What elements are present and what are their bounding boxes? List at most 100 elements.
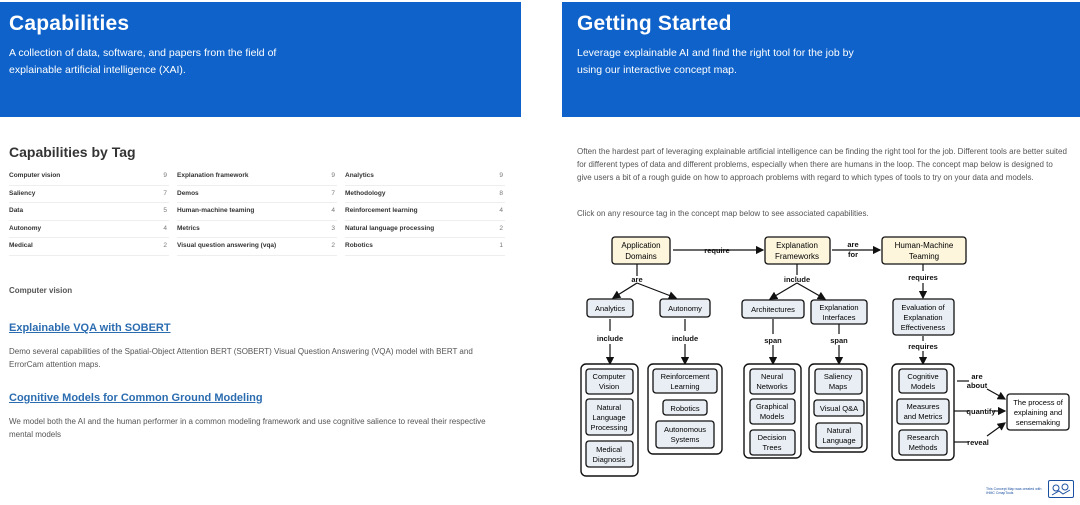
getting-started-heading: Getting Started [577,12,732,35]
svg-text:Application: Application [621,241,660,250]
node-medical-diagnosis[interactable]: Medical Diagnosis [585,440,634,468]
svg-text:Saliency: Saliency [824,372,853,381]
svg-text:Decision: Decision [758,433,787,442]
node-robotics[interactable]: Robotics [662,399,708,416]
tag-count: 4 [331,207,335,214]
svg-text:Frameworks: Frameworks [775,252,819,261]
selected-tag-heading: Computer vision [9,286,73,295]
node-computer-vision[interactable]: Computer Vision [585,368,634,395]
node-sensemaking[interactable]: The process of explaining and sensemakin… [1006,393,1070,431]
tag-name: Analytics [345,172,374,179]
node-human-machine-teaming[interactable]: Human-Machine Teaming [881,236,967,265]
node-explanation-frameworks[interactable]: Explanation Frameworks [764,236,831,265]
node-cognitive-models[interactable]: Cognitive Models [898,368,948,394]
tag-count: 2 [331,242,335,249]
capability-link-cognitive-models[interactable]: Cognitive Models for Common Ground Model… [9,392,263,404]
svg-text:Research: Research [907,433,939,442]
capability-description: Demo several capabilities of the Spatial… [9,347,473,369]
tag-name: Human-machine teaming [177,207,255,214]
tag-name: Autonomy [9,224,42,232]
link-label: span [830,336,848,345]
node-natural-language-processing[interactable]: Natural Language Processing [585,398,634,436]
svg-text:Measures: Measures [907,402,940,411]
node-natural-language[interactable]: Natural Language [815,422,863,449]
node-decision-trees[interactable]: Decision Trees [749,429,796,456]
svg-text:Evaluation of: Evaluation of [901,303,945,312]
svg-text:Trees: Trees [763,443,782,452]
link-label: include [784,275,810,284]
node-saliency-maps[interactable]: Saliency Maps [814,368,863,395]
node-explanation-interfaces[interactable]: Explanation Interfaces [810,299,868,325]
link-label: about [967,381,988,390]
tag-count: 8 [499,189,503,197]
link-label: reveal [967,438,989,447]
node-evaluation-effectiveness[interactable]: Evaluation of Explanation Effectiveness [892,298,955,336]
link-label: are [971,372,982,381]
capabilities-heading: Capabilities [9,12,130,35]
node-research-methods[interactable]: Research Methods [898,429,948,456]
node-architectures[interactable]: Architectures [741,299,805,319]
tag-methodology[interactable]: Methodology 8 [345,186,505,203]
tag-count: 2 [163,242,167,249]
tag-count: 9 [331,172,335,179]
tag-human-machine-teaming[interactable]: Human-machine teaming 4 [177,203,337,221]
svg-text:Robotics: Robotics [670,404,699,413]
capability-link-sobert[interactable]: Explainable VQA with SOBERT [9,322,171,334]
svg-text:Language: Language [592,413,625,422]
svg-text:Processing: Processing [590,423,627,432]
svg-text:Visual Q&A: Visual Q&A [820,404,858,413]
svg-text:Analytics: Analytics [595,304,625,313]
node-analytics[interactable]: Analytics [586,298,634,318]
node-measures-metrics[interactable]: Measures and Metrics [896,398,950,425]
link-label: requires [908,273,938,282]
svg-text:Explanation: Explanation [776,241,818,250]
node-neural-networks[interactable]: Neural Networks [749,368,796,395]
svg-text:Neural: Neural [761,372,783,381]
tag-visual-question-answering[interactable]: Visual question answering (vqa) 2 [177,238,337,256]
tag-name: Methodology [345,189,386,197]
tag-count: 7 [331,189,335,197]
link-label: requires [908,342,938,351]
link-label: span [764,336,782,345]
node-reinforcement-learning[interactable]: Reinforcement Learning [652,368,718,394]
node-autonomous-systems[interactable]: Autonomous Systems [655,420,715,449]
svg-text:and Metrics: and Metrics [904,412,943,421]
svg-text:Architectures: Architectures [751,305,795,314]
tag-name: Visual question answering (vqa) [177,242,277,249]
svg-text:Learning: Learning [670,382,699,391]
link-label: quantify [966,407,996,416]
tag-count: 7 [163,189,167,197]
capabilities-subtitle: A collection of data, software, and pape… [9,47,277,76]
svg-text:Domains: Domains [625,252,657,261]
tag-name: Metrics [177,224,200,232]
svg-text:The process of: The process of [1013,398,1064,407]
node-graphical-models[interactable]: Graphical Models [749,398,796,425]
capabilities-banner: Capabilities A collection of data, softw… [0,2,521,117]
svg-text:Language: Language [822,436,855,445]
svg-text:Diagnosis: Diagnosis [593,455,626,464]
svg-text:explaining and: explaining and [1014,408,1062,417]
svg-text:Interfaces: Interfaces [823,313,856,322]
node-visual-qa[interactable]: Visual Q&A [813,399,865,417]
svg-text:Autonomous: Autonomous [664,425,706,434]
node-autonomy[interactable]: Autonomy [659,298,711,318]
node-application-domains[interactable]: Application Domains [611,236,671,265]
tag-name: Natural language processing [345,224,435,232]
cmaptools-logo-icon [1048,480,1074,498]
getting-started-banner: Getting Started Leverage explainable AI … [562,2,1080,117]
getting-started-subtitle: Leverage explainable AI and find the rig… [577,47,854,76]
